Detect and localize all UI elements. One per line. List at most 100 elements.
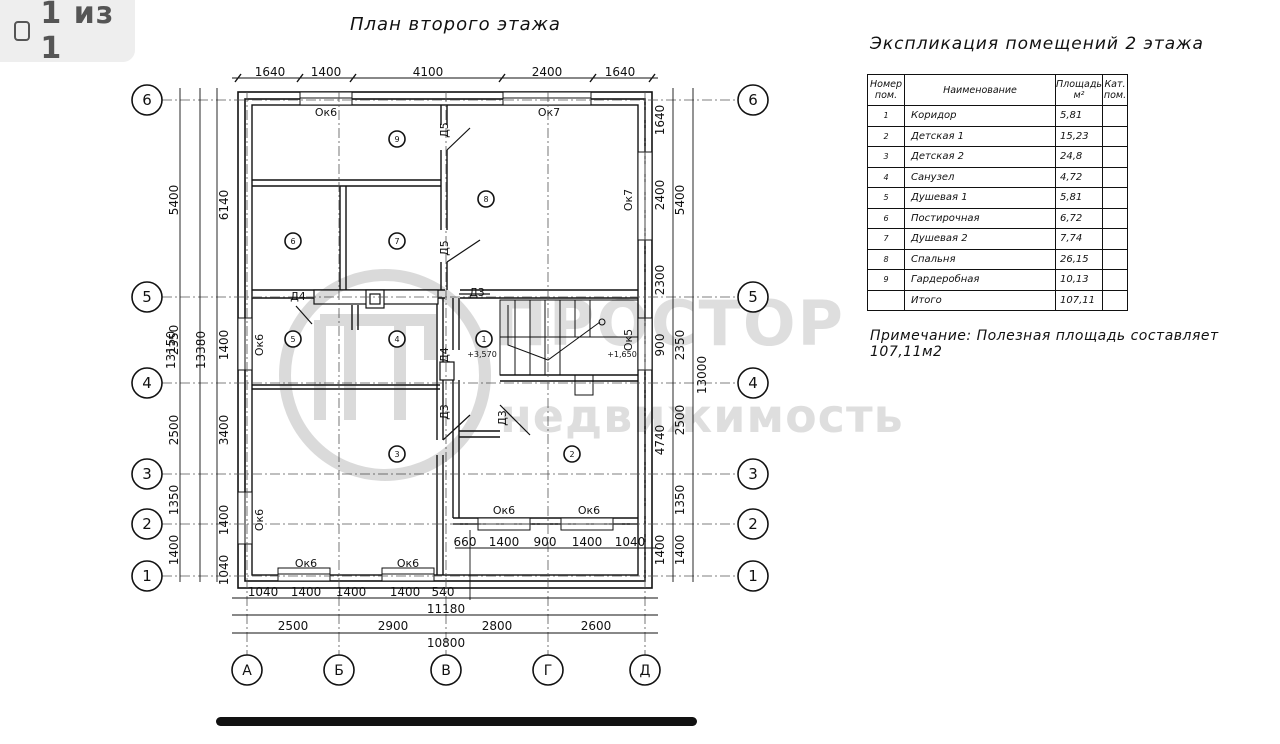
axis-grid-lines xyxy=(162,92,735,655)
axis-label-right: 5 xyxy=(748,288,758,306)
window-label: Ок6 xyxy=(397,557,419,570)
axis-label-left: 4 xyxy=(142,374,152,392)
dimension-left-total: 13150 xyxy=(164,331,178,369)
dimension-top: 4100 xyxy=(413,65,444,79)
header-category: Кат. пом. xyxy=(1102,74,1128,106)
dimension-right: 2500 xyxy=(673,405,687,436)
door-label: Д3 xyxy=(496,410,509,426)
axis-label-left: 2 xyxy=(142,515,152,533)
window-label: Ок6 xyxy=(493,504,515,517)
dimension-bottom: 2600 xyxy=(581,619,612,633)
axis-label-left: 5 xyxy=(142,288,152,306)
explication-title: Экспликация помещений 2 этажа xyxy=(870,34,1204,54)
axis-bubble-right xyxy=(737,458,769,490)
room-marker xyxy=(388,445,406,463)
window-label: Ок6 xyxy=(253,334,266,356)
axis-label-bottom: В xyxy=(441,663,451,679)
axis-bubble-bottom xyxy=(532,654,564,686)
window-label: Ок6 xyxy=(253,509,266,531)
axis-bubble-bottom xyxy=(323,654,355,686)
room-marker-label: 8 xyxy=(483,195,488,204)
axis-label-left: 3 xyxy=(142,465,152,483)
dimension-right-total: 13000 xyxy=(695,356,709,394)
axis-label-bottom: А xyxy=(242,663,252,679)
dimension-left: 1400 xyxy=(167,535,181,566)
door-swings xyxy=(295,127,531,441)
dimension-left: 3400 xyxy=(217,415,231,446)
door-label: Д5 xyxy=(438,122,451,138)
window-label: Ок6 xyxy=(578,504,600,517)
axis-label-bottom: Д xyxy=(640,663,651,679)
axis-bubble-left xyxy=(131,508,163,540)
axis-label-left: 6 xyxy=(142,91,152,109)
page-counter-badge: 1 из 1 xyxy=(0,0,135,66)
dimension-right-total: 4740 xyxy=(653,425,667,456)
room-marker xyxy=(563,445,581,463)
dimension-right: 2400 xyxy=(653,180,667,211)
axis-bubble-right xyxy=(737,367,769,399)
header-area: Площадь м² xyxy=(1055,74,1103,106)
axis-bubble-right xyxy=(737,560,769,592)
dimension-bottom-total: 10800 xyxy=(427,636,465,650)
axis-bubble-right xyxy=(737,508,769,540)
room-marker-label: 9 xyxy=(394,135,399,144)
axis-label-right: 1 xyxy=(748,567,758,585)
watermark xyxy=(279,269,491,481)
window-label: Ок6 xyxy=(315,106,337,119)
door-label: Д3 xyxy=(469,286,485,299)
dimension-bottom-right: 900 xyxy=(534,535,557,549)
dimension-right: 1400 xyxy=(673,535,687,566)
door-label: Д5 xyxy=(438,240,451,256)
dimension-right: 2300 xyxy=(653,265,667,296)
dimension-bottom: 1040 xyxy=(248,585,279,599)
dimension-right: 1640 xyxy=(653,105,667,136)
dimension-bottom: 2900 xyxy=(378,619,409,633)
dimension-left: 1400 xyxy=(217,330,231,361)
dimension-left: 2350 xyxy=(167,325,181,356)
axis-label-right: 4 xyxy=(748,374,758,392)
axis-bubble-left xyxy=(131,84,163,116)
axis-label-bottom: Г xyxy=(544,663,553,679)
axis-bubble-right xyxy=(737,281,769,313)
dimension-right: 5400 xyxy=(673,185,687,216)
room-marker xyxy=(284,232,302,250)
dimension-bottom: 2800 xyxy=(482,619,513,633)
axis-bubble-bottom xyxy=(430,654,462,686)
axis-label-right: 3 xyxy=(748,465,758,483)
home-indicator-bar[interactable] xyxy=(216,717,697,726)
axis-label-right: 2 xyxy=(748,515,758,533)
axis-bubble-bottom xyxy=(629,654,661,686)
room-marker-label: 3 xyxy=(394,450,399,459)
room-marker xyxy=(475,330,493,348)
level-mark: +3,570 xyxy=(467,350,497,359)
room-marker-label: 7 xyxy=(394,237,399,246)
dimension-bottom: 1400 xyxy=(390,585,421,599)
axis-bubble-left xyxy=(131,560,163,592)
level-mark: +1,650 xyxy=(607,350,637,359)
axis-bubble-left xyxy=(131,458,163,490)
dimension-left: 2500 xyxy=(167,415,181,446)
dimension-top: 1640 xyxy=(605,65,636,79)
room-marker xyxy=(388,330,406,348)
room-marker-label: 4 xyxy=(394,335,399,344)
axis-label-right: 6 xyxy=(748,91,758,109)
dimension-bottom: 1400 xyxy=(336,585,367,599)
window-label: Ок6 xyxy=(295,557,317,570)
axis-bubble-bottom xyxy=(231,654,263,686)
dimension-left: 5400 xyxy=(167,185,181,216)
door-label: Д4 xyxy=(438,347,451,363)
dimension-bottom-right: 660 xyxy=(454,535,477,549)
window-label: Ок5 xyxy=(622,329,635,351)
header-name: Наименование xyxy=(904,74,1056,106)
dimension-left: 1040 xyxy=(217,555,231,586)
axis-bubble-left xyxy=(131,367,163,399)
dimension-top: 1640 xyxy=(255,65,286,79)
total-category-cell xyxy=(1102,289,1128,311)
